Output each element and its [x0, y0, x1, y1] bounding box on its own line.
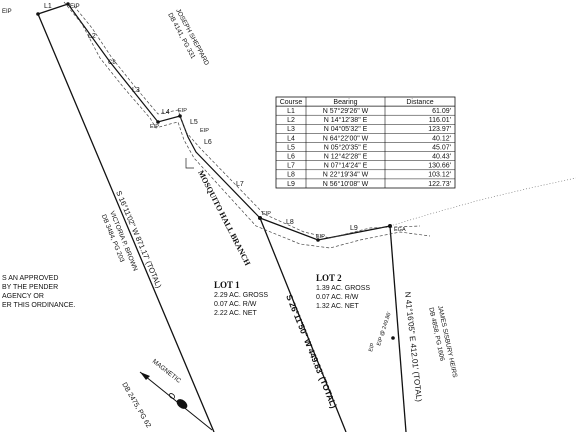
west-boundary-line [37, 13, 215, 432]
lot-1-rw: 0.07 AC. R/W [214, 301, 257, 308]
course-table-cell-course: L4 [287, 135, 295, 142]
line-label-l3: L3 [132, 87, 140, 94]
lot-2-title: LOT 2 [316, 273, 342, 283]
course-table-header-distance: Distance [406, 99, 433, 106]
course-table-cell-bearing: N 04°05'32" E [324, 125, 368, 133]
middle-boundary-label: S 26°11'50" W 449.83' (TOTAL) [284, 293, 339, 410]
lot-1-title: LOT 1 [214, 280, 240, 290]
line-label-l5: L5 [190, 119, 198, 126]
lot-1-gross: 2.29 AC. GROSS [214, 292, 268, 299]
line-label-l8: L8 [286, 219, 294, 226]
course-table-cell-distance: 40.12' [432, 135, 451, 142]
creek-dashed-line-b [73, 5, 421, 239]
course-table-cell-distance: 103.12' [428, 172, 451, 179]
east-boundary-line [389, 225, 407, 432]
note-line-2: BY THE PENDER [2, 284, 58, 291]
north-arrow-head-icon [140, 372, 150, 380]
dotted-extension-line [389, 177, 576, 227]
lot-1-label-group: LOT 1 2.29 AC. GROSS 0.07 AC. R/W 2.22 A… [214, 280, 268, 317]
eip-marker-2 [66, 2, 70, 6]
eip-marker-3 [156, 120, 160, 124]
line-label-l7: L7 [236, 181, 244, 188]
course-table-cell-bearing: N 05°20'35" E [324, 143, 368, 151]
ega-marker [388, 224, 392, 228]
eip-label-l8: EIP [316, 234, 325, 240]
course-table-cell-distance: 122.73' [428, 181, 451, 188]
curve-mark-1: C8 [108, 60, 116, 66]
approval-note: S AN APPROVED BY THE PENDER AGENCY OR ER… [2, 275, 75, 309]
course-table-cell-distance: 123.97' [428, 126, 451, 133]
course-table-header-course: Course [280, 99, 303, 106]
course-table-cell-bearing: N 57°29'26" W [323, 107, 369, 115]
arrow-bulb-icon [176, 399, 188, 409]
middle-boundary-line [259, 217, 347, 432]
course-table-cell-bearing: N 14°12'38" E [324, 116, 368, 124]
creek-dashed-line-a [63, 1, 431, 249]
course-table-cell-bearing: N 22°19'34" W [323, 171, 369, 179]
course-table-cell-bearing: N 12°42'28" E [324, 153, 368, 161]
course-table-cell-course: L3 [287, 126, 295, 133]
course-table-cell-bearing: N 64°22'00" W [323, 134, 369, 142]
line-label-l9: L9 [350, 225, 358, 232]
eip-label-right-line: EIP [368, 342, 376, 352]
magnetic-north-arrow: MAGNETIC [139, 358, 213, 431]
eip-marker-6 [316, 238, 320, 242]
l1-line [37, 3, 69, 15]
eip-marker-5 [258, 216, 262, 220]
line-label-l4: L4 [162, 109, 170, 116]
course-table-cell-course: L1 [287, 108, 295, 115]
course-table-cell-distance: 45.07' [432, 144, 451, 151]
course-table-cell-distance: 130.66' [428, 163, 451, 170]
lot-2-rw: 0.07 AC. R/W [316, 294, 359, 301]
ega-label: EGA [394, 227, 406, 233]
course-table-cell-course: L5 [287, 144, 295, 151]
lot-2-label-group: LOT 2 1.39 AC. GROSS 0.07 AC. R/W 1.32 A… [316, 273, 370, 310]
bottom-deed-label: DB 2475, PG 62 [120, 382, 152, 430]
eip-label-top-left: EIP [2, 9, 12, 15]
lot-1-net: 2.22 AC. NET [214, 310, 258, 317]
magnetic-label: MAGNETIC [151, 358, 183, 385]
mosquito-hall-branch-label: MOSQUITO HALL BRANCH [196, 169, 252, 268]
eip-label-l5: EIP [178, 108, 187, 114]
east-segment-label: EIP @ 249.86' [376, 311, 393, 346]
eip-marker-4 [178, 114, 182, 118]
branch-bracket [185, 158, 194, 169]
course-table-cell-bearing: N 07°14'24" E [324, 162, 368, 170]
course-table-cell-course: L9 [287, 181, 295, 188]
eip-label-branch: EIP [262, 211, 271, 217]
eip-label-l6: EIP [200, 128, 209, 134]
line-label-l2: L2 [88, 33, 96, 40]
line-label-l1: L1 [44, 3, 52, 10]
course-table-cell-course: L7 [287, 163, 295, 170]
note-line-3: AGENCY OR [2, 293, 44, 300]
eip-marker-7 [391, 336, 395, 340]
course-table-cell-bearing: N 56°10'08" W [323, 180, 369, 188]
course-table-cell-course: L6 [287, 154, 295, 161]
eip-label-top-right: EIP [70, 4, 80, 10]
course-table-cell-distance: 116.01' [429, 117, 451, 124]
course-table-header-bearing: Bearing [333, 99, 357, 106]
course-table-cell-course: L8 [287, 172, 295, 179]
course-table-cell-distance: 40.43' [432, 154, 451, 161]
eip-label-l4: EIP [150, 124, 159, 130]
east-boundary-label: N 41°16'05" E 412.01' (TOTAL) [403, 291, 424, 402]
lot-2-net: 1.32 AC. NET [316, 303, 360, 310]
lot-2-gross: 1.39 AC. GROSS [316, 285, 370, 292]
note-line-4: ER THIS ORDINANCE. [2, 302, 75, 309]
line-label-l6: L6 [204, 139, 212, 146]
course-table-cell-course: L2 [287, 117, 295, 124]
course-table-cell-distance: 61.09' [432, 108, 451, 115]
note-line-1: S AN APPROVED [2, 275, 58, 282]
eip-marker-1 [36, 12, 40, 16]
